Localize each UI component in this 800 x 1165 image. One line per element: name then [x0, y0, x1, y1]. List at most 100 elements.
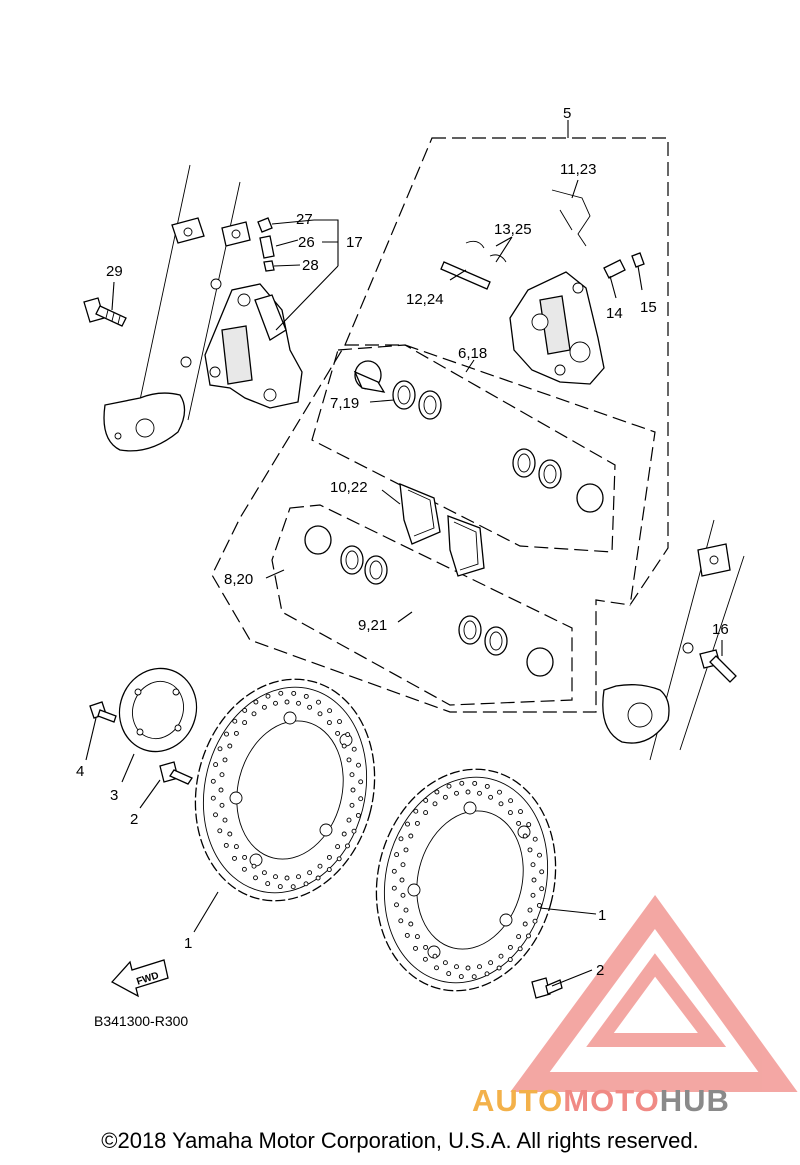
callout-8-20: 8,20 [224, 571, 253, 588]
disc-vent-hole [454, 964, 459, 970]
leader-lines [85, 120, 723, 987]
seal-upper-1 [392, 380, 442, 420]
disc-vent-hole [351, 828, 357, 834]
disc-vent-hole [326, 867, 332, 873]
disc-vent-hole [498, 801, 504, 807]
disc-vent-hole [253, 699, 259, 705]
disc-vent-hole [355, 812, 361, 818]
piston-lower-1 [304, 525, 332, 555]
disc-vent-hole [423, 797, 429, 803]
disc-vent-hole [326, 720, 332, 726]
brake-disc-left [194, 678, 376, 902]
right-fork-leg [602, 519, 745, 761]
disc-vent-hole [434, 789, 440, 795]
callout-5: 5 [563, 105, 571, 122]
callout-27: 27 [296, 211, 313, 228]
piston-kit-lower-outline [271, 504, 573, 706]
disc-vent-hole [516, 820, 522, 826]
disc-vent-hole [284, 875, 290, 881]
disc-vent-hole [213, 762, 219, 768]
disc-vent-hole [345, 732, 351, 738]
disc-vent-hole [307, 704, 313, 710]
disc-vent-hole [454, 790, 459, 796]
disc-vent-hole [233, 844, 239, 850]
disc-vent-hole [337, 719, 342, 725]
disc-vent-hole [233, 730, 239, 736]
forward-arrow-icon [110, 959, 169, 998]
disc-vent-hole [488, 794, 494, 800]
piston-upper-1 [353, 360, 386, 393]
disc-vent-hole [291, 690, 297, 696]
disc-vent-hole [356, 762, 361, 768]
disc-vent-hole [251, 863, 257, 869]
seal-lower-2 [458, 615, 508, 656]
brake-disc-right [375, 768, 557, 992]
disc-vent-hole [351, 746, 357, 752]
disc-vent-hole [488, 960, 494, 966]
disc-vent-hole [422, 956, 428, 962]
sensor-rotor-3 [118, 667, 198, 753]
disc-vent-hole [442, 960, 448, 966]
bolt-4 [89, 701, 117, 723]
copyright-notice: ©2018 Yamaha Motor Corporation, U.S.A. A… [101, 1128, 699, 1153]
disc-vent-hole [335, 844, 341, 850]
disc-vent-hole [224, 731, 229, 737]
brake-pads [399, 482, 485, 577]
disc-vent-hole [399, 877, 405, 883]
disc-vent-hole [507, 944, 513, 950]
left-brake-caliper [204, 283, 303, 409]
disc-vent-hole [349, 802, 355, 808]
exploded-parts-diagram: 5 11,23 13,25 12,24 14 15 6,18 7,19 10,2… [76, 105, 798, 1092]
bolt-29 [83, 297, 127, 327]
callout-6-18: 6,18 [458, 345, 487, 362]
disc-vent-hole [527, 847, 533, 853]
disc-vent-hole [210, 778, 216, 784]
bolt-16 [699, 649, 737, 683]
callout-9-21: 9,21 [358, 617, 387, 634]
piston-upper-2 [576, 483, 604, 513]
disc-vent-hole [303, 693, 309, 699]
left-fork-leg [103, 164, 251, 452]
seal-upper-2 [512, 448, 562, 489]
right-brake-caliper [509, 271, 605, 385]
disc-vent-hole [391, 885, 397, 891]
disc-vent-hole [398, 918, 404, 924]
callout-11-23: 11,23 [560, 161, 596, 178]
disc-vent-hole [414, 820, 420, 826]
disc-vent-hole [217, 828, 223, 834]
clip-13-25 [465, 240, 507, 263]
pad-pin-12-24 [440, 261, 491, 290]
disc-vent-hole [346, 757, 352, 763]
disc-vent-hole [315, 875, 321, 881]
disc-vent-hole [394, 852, 400, 858]
disc-vent-hole [253, 875, 258, 881]
disc-vent-hole [484, 971, 490, 977]
disc-vent-hole [498, 953, 504, 959]
callout-16: 16 [712, 621, 729, 638]
callout-3: 3 [110, 787, 118, 804]
disc-vent-hole [210, 795, 216, 801]
disc-vent-hole [484, 783, 490, 789]
disc-vent-hole [517, 946, 523, 952]
disc-vent-hole [458, 974, 464, 980]
disc-vent-hole [522, 921, 528, 927]
disc-vent-hole [317, 711, 323, 717]
disc-vent-hole [434, 965, 439, 971]
disc-vent-hole [497, 789, 502, 795]
callout-2-right: 2 [596, 962, 604, 979]
disc-vent-hole [326, 854, 332, 860]
disc-vent-hole [232, 855, 237, 861]
disc-vent-hole [465, 789, 471, 795]
disc-vent-hole [350, 787, 356, 793]
disc-vent-hole [335, 730, 341, 736]
disc-vent-hole [472, 780, 478, 786]
disc-vent-hole [227, 831, 233, 837]
watermark-part-hub: HUB [659, 1083, 730, 1118]
disc-vent-hole [219, 772, 225, 778]
watermark-part-moto: MOTO [563, 1083, 660, 1118]
callout-1-left: 1 [184, 935, 192, 952]
disc-vent-hole [394, 902, 399, 908]
disc-vent-hole [413, 945, 418, 951]
callout-26: 26 [298, 234, 315, 251]
disc-vent-hole [532, 918, 538, 924]
